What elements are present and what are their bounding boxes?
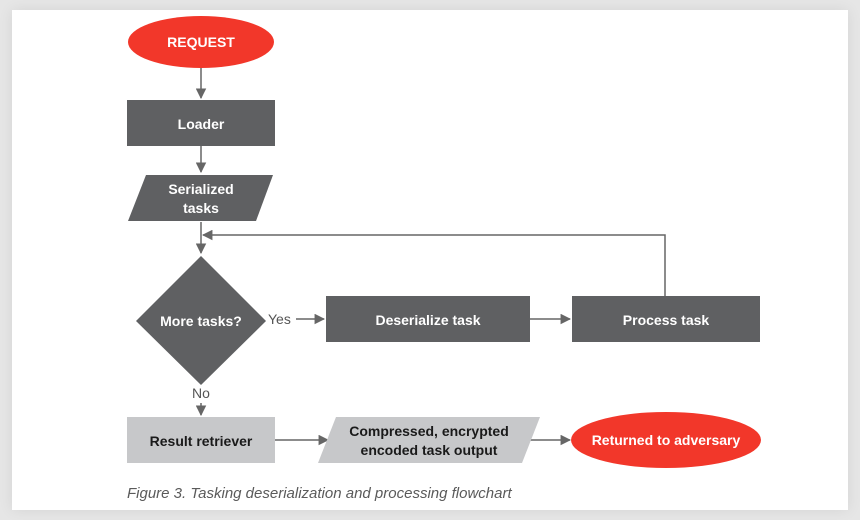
result-retriever-label: Result retriever (150, 433, 253, 449)
process-task-node: Process task (572, 296, 760, 342)
request-node: REQUEST (128, 16, 274, 68)
loader-label: Loader (178, 116, 225, 132)
deserialize-task-node: Deserialize task (326, 296, 530, 342)
no-label: No (192, 385, 210, 401)
compressed-output-label-line1: Compressed, encrypted (349, 423, 509, 439)
figure-caption: Figure 3. Tasking deserialization and pr… (127, 485, 512, 502)
returned-node: Returned to adversary (571, 412, 761, 468)
deserialize-task-label: Deserialize task (375, 312, 480, 328)
loader-node: Loader (127, 100, 275, 146)
connectors (195, 68, 666, 446)
compressed-output-node: Compressed, encrypted encoded task outpu… (318, 417, 540, 463)
request-label: REQUEST (167, 34, 235, 50)
compressed-output-label-line2: encoded task output (361, 442, 498, 458)
more-tasks-label: More tasks? (160, 313, 242, 329)
serialized-tasks-label-line2: tasks (183, 200, 219, 216)
returned-label: Returned to adversary (592, 432, 741, 448)
serialized-tasks-node: Serialized tasks (128, 175, 273, 221)
serialized-tasks-label-line1: Serialized (168, 181, 233, 197)
yes-label: Yes (268, 311, 291, 327)
edge-process-loop (201, 229, 666, 296)
more-tasks-decision: More tasks? (136, 256, 266, 385)
result-retriever-node: Result retriever (127, 417, 275, 463)
process-task-label: Process task (623, 312, 710, 328)
